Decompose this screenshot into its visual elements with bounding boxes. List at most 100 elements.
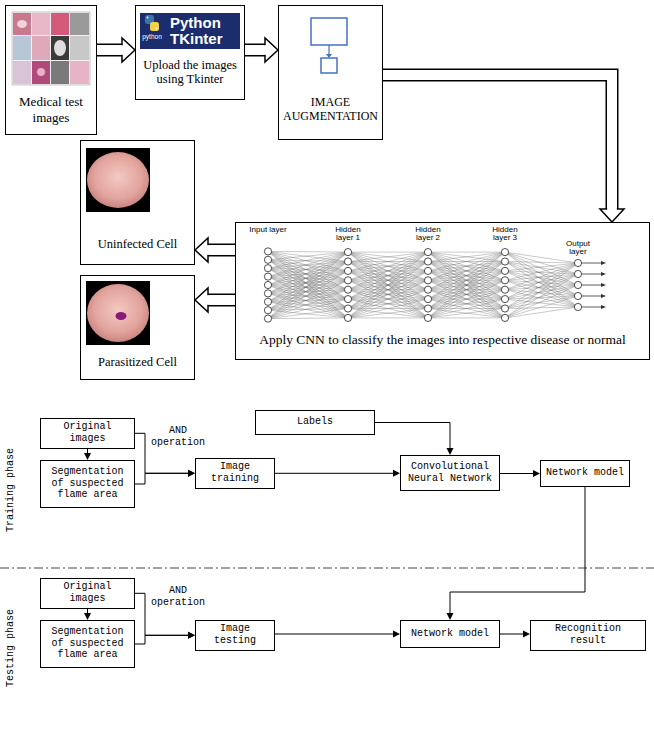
neuron <box>264 307 271 314</box>
node-text: Segmentation of suspected flame area <box>45 466 130 501</box>
output-arrowhead <box>601 272 606 276</box>
neuron <box>424 286 431 293</box>
network-link <box>348 290 428 318</box>
block-arrow <box>97 38 135 62</box>
neuron <box>264 315 271 322</box>
neuron <box>424 314 431 321</box>
network-link <box>428 252 505 261</box>
network-link <box>505 296 578 309</box>
network-link <box>505 263 578 309</box>
connector-arrow <box>275 631 400 638</box>
neuron <box>574 270 581 277</box>
network-link <box>428 309 505 318</box>
network-link <box>505 252 578 274</box>
neuron <box>344 286 351 293</box>
network-link <box>268 252 348 319</box>
logo-text: python <box>139 34 165 41</box>
network-link <box>428 252 505 290</box>
network-link <box>428 252 505 308</box>
network-link <box>505 296 578 318</box>
network-link <box>428 252 505 253</box>
node-text: Segmentation of suspected flame area <box>45 626 130 661</box>
input-box: Medical test images <box>5 5 97 135</box>
connector-arrow <box>135 470 195 484</box>
network-link <box>348 280 428 318</box>
medical-collage <box>12 12 90 85</box>
neuron <box>264 256 271 263</box>
neuron <box>424 296 431 303</box>
network-link <box>428 262 505 318</box>
network-link <box>428 252 505 299</box>
layer-label: Output layer <box>558 240 598 257</box>
output-arrow <box>582 274 602 275</box>
network-link <box>348 262 428 318</box>
network-link <box>268 290 348 319</box>
network-link <box>268 260 348 309</box>
network-link <box>348 252 428 261</box>
process-box: Network model <box>400 620 500 648</box>
network-link <box>268 290 348 311</box>
neuron <box>344 305 351 312</box>
network-link <box>348 317 428 318</box>
network-link <box>268 262 348 319</box>
block-arrow <box>195 288 235 312</box>
network-link <box>268 251 348 253</box>
output-arrow <box>582 285 602 286</box>
node-text: Original images <box>45 421 130 445</box>
neuron <box>574 281 581 288</box>
neuron <box>344 277 351 284</box>
network-link <box>348 252 428 290</box>
network-link <box>268 262 348 294</box>
node-text: Image testing <box>200 623 270 647</box>
network-link <box>268 271 348 302</box>
network-link <box>505 262 578 264</box>
augmentation-icon <box>311 18 347 73</box>
network-link <box>348 299 428 318</box>
phase-label: Testing phase <box>6 593 20 703</box>
phase-separator <box>0 568 654 569</box>
node-text: Labels <box>297 416 333 428</box>
layer-label: Hidden layer 1 <box>328 226 368 243</box>
node-text: Recognition result <box>535 623 641 647</box>
network-link <box>348 252 428 253</box>
network-link <box>505 252 578 307</box>
node-text: Original images <box>45 581 130 605</box>
phase-label: Training phase <box>6 435 20 545</box>
upload-box: Python TKinterUpload the images using Tk… <box>135 5 245 100</box>
network-link <box>428 262 505 318</box>
network-link <box>268 252 348 310</box>
neuron <box>501 314 508 321</box>
connector-arrow <box>375 423 454 456</box>
network-link <box>348 252 428 280</box>
network-link <box>505 285 578 299</box>
neuron <box>424 258 431 265</box>
connector-arrow <box>84 609 91 620</box>
network-link <box>268 260 348 271</box>
node-text: Convolutional Neural Network <box>405 461 495 485</box>
node-text: Uninfected Cell <box>98 237 178 252</box>
neuron <box>574 303 581 310</box>
layer-label: Hidden layer 3 <box>485 226 525 243</box>
network-link <box>428 252 505 318</box>
neuron <box>501 286 508 293</box>
network-link <box>428 252 505 308</box>
result-box: Uninfected Cell <box>80 140 195 265</box>
network-link <box>505 274 578 290</box>
network-link <box>268 251 348 318</box>
output-arrow <box>582 307 602 308</box>
neuron <box>264 281 271 288</box>
network-link <box>505 263 578 299</box>
process-box: Segmentation of suspected flame area <box>40 460 135 508</box>
output-arrow <box>582 263 602 264</box>
edge-label: AND operation <box>150 585 206 608</box>
process-box: Recognition result <box>530 620 646 651</box>
neuron <box>501 267 508 274</box>
output-arrowhead <box>601 305 606 309</box>
neuron <box>264 265 271 272</box>
neuron <box>344 258 351 265</box>
network-link <box>268 252 348 285</box>
output-arrow <box>582 296 602 297</box>
network-link <box>268 317 348 319</box>
edge-label: AND operation <box>150 425 206 448</box>
network-link <box>505 285 578 309</box>
